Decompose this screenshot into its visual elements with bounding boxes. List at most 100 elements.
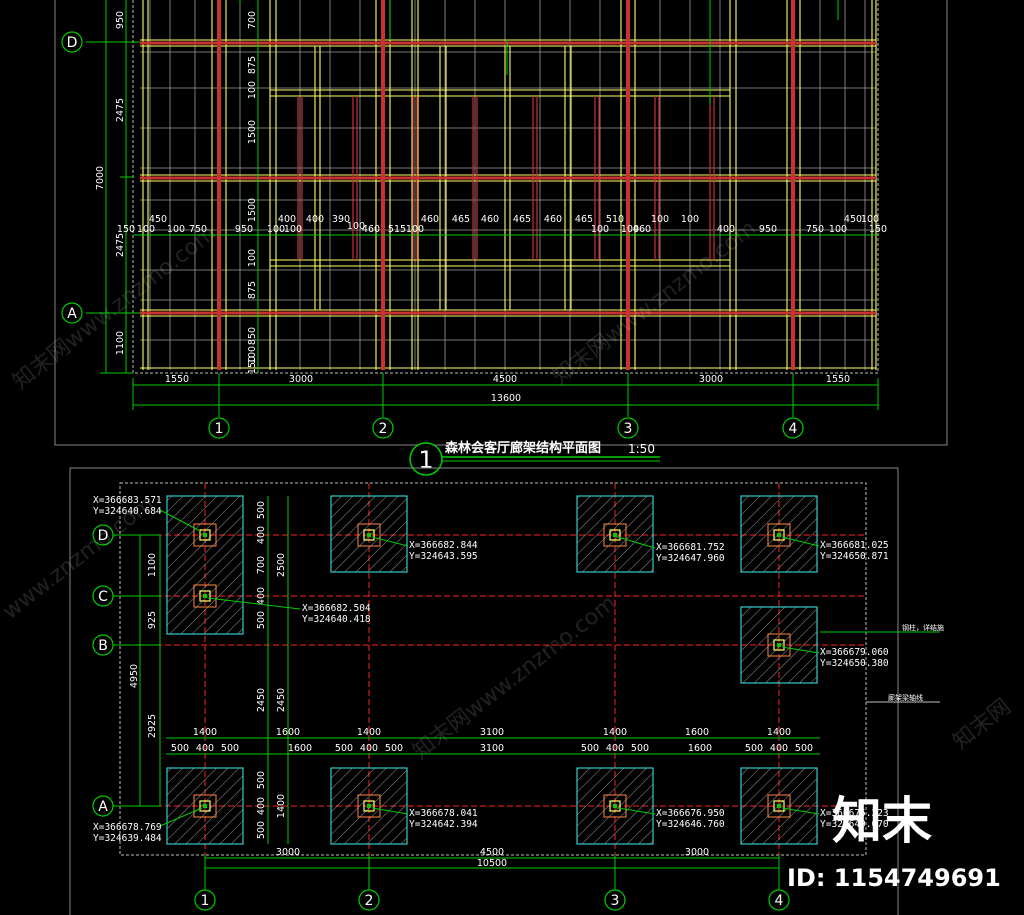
coord-y: Y=324643.595 <box>409 551 478 562</box>
coord-x: X=366681.025 <box>820 540 889 551</box>
steel-column <box>193 523 217 547</box>
drawing-scale: 1:50 <box>628 442 655 456</box>
found-axis-label-4: 4 <box>775 893 784 909</box>
steel-column <box>357 794 381 818</box>
beam-row-dim: 510 <box>606 214 624 225</box>
found-top-dim-row1: 1400 <box>193 727 217 738</box>
foundation-plan-frame <box>69 467 899 915</box>
coord-x: X=366681.752 <box>656 542 725 553</box>
beam-row-dim: 515 <box>388 224 406 235</box>
beam-row-dim: 450 <box>149 214 167 225</box>
steel-column <box>193 794 217 818</box>
beam-row-dim: 460 <box>481 214 499 225</box>
inner-vertical-dim: 850 <box>247 327 258 345</box>
coord-y: Y=324639.484 <box>93 833 162 844</box>
beam-row-dim: 465 <box>452 214 470 225</box>
coord-x: X=366683.571 <box>93 495 162 506</box>
found-top-dim-row2: 500 <box>335 743 353 754</box>
foundation-plan: D C B A 1 2 3 <box>69 467 944 915</box>
found-bottom-dimensions <box>205 857 779 869</box>
beam-row-dim: 465 <box>513 214 531 225</box>
beam-row-dim: 750 <box>806 224 824 235</box>
axis-label-4: 4 <box>789 421 798 437</box>
steel-column <box>603 794 627 818</box>
steel-column <box>767 633 791 657</box>
red-main-beams <box>140 0 876 370</box>
inner-vertical-dim: 100 <box>247 249 258 267</box>
found-left-dim-inner: 500 <box>256 501 267 519</box>
top-bottom-dimensions <box>132 378 879 410</box>
found-top-dim-row2: 500 <box>385 743 403 754</box>
found-top-dim-row2: 3100 <box>480 743 504 754</box>
dim-bottom-2: 3000 <box>289 374 313 385</box>
top-plan-grid <box>140 0 876 370</box>
found-top-dim-row1: 3100 <box>480 727 504 738</box>
footings <box>166 495 818 845</box>
beam-row-dim: 100 <box>137 224 155 235</box>
steel-column <box>767 794 791 818</box>
top-left-dimensions <box>100 0 133 374</box>
inner-vertical-dim: 100 <box>247 346 258 364</box>
image-id: ID: 1154749691 <box>787 864 1001 892</box>
dim-left-4: 2475 <box>115 233 126 257</box>
found-top-dim-row2: 500 <box>221 743 239 754</box>
inner-vertical-dim: 700 <box>247 11 258 29</box>
found-left-dim-mid: 1400 <box>276 794 287 818</box>
found-left-dim-outer: 925 <box>147 611 158 629</box>
found-left-dim-inner: 500 <box>256 771 267 789</box>
beam-row-dim: 950 <box>235 224 253 235</box>
coord-y: Y=324646.760 <box>656 819 725 830</box>
drawing-title-block: 1 森林会客厅廊架结构平面图 1:50 <box>409 440 660 476</box>
axis-bubble-3-found: 3 <box>604 855 626 911</box>
steel-column <box>603 523 627 547</box>
dim-left-2: 2475 <box>115 98 126 122</box>
beam-row-dim: 100 <box>861 214 879 225</box>
axis-bubble-d-found: D <box>92 524 160 546</box>
dim-left-5: 1100 <box>115 331 126 355</box>
axis-label-2: 2 <box>379 421 388 437</box>
coord-x: X=366679.060 <box>820 647 889 658</box>
beam-row-dim: 150 <box>869 224 887 235</box>
found-top-dim-row2: 400 <box>196 743 214 754</box>
found-axis-label-3: 3 <box>611 893 620 909</box>
footing <box>166 495 244 635</box>
dim-bottom-3: 4500 <box>493 374 517 385</box>
watermarks: 知末网www.znzmo.com 知末网www.znzmo.com www.zn… <box>0 216 1016 765</box>
beam-row-dim: 100 <box>591 224 609 235</box>
dim-bottom-5: 1550 <box>826 374 850 385</box>
beam-row-dim: 460 <box>544 214 562 225</box>
found-top-dim-row2: 500 <box>171 743 189 754</box>
found-left-dim-outer: 4950 <box>129 664 140 688</box>
top-plan: D A 1 2 3 4 <box>54 0 948 476</box>
steel-column <box>767 523 791 547</box>
found-dim-bottom-1: 3000 <box>276 847 300 858</box>
coord-x: X=366682.844 <box>409 540 478 551</box>
axis-bubble-1-top: 1 <box>208 373 230 439</box>
beam-row-dim: 400 <box>306 214 324 225</box>
inner-vertical-dim: 875 <box>247 281 258 299</box>
inner-vertical-dim: 875 <box>247 56 258 74</box>
found-top-dim-row2: 400 <box>606 743 624 754</box>
found-top-dim-row1: 1400 <box>603 727 627 738</box>
beam-row-dim: 100 <box>267 224 285 235</box>
axis-label-3: 3 <box>624 421 633 437</box>
found-top-dim-row2: 500 <box>745 743 763 754</box>
coord-y: Y=324640.684 <box>93 506 162 517</box>
axis-label-d: D <box>67 35 78 51</box>
coord-x: X=366682.504 <box>302 603 371 614</box>
footing <box>740 606 818 684</box>
coord-y: Y=324650.871 <box>820 551 889 562</box>
drawing-number: 1 <box>418 446 433 474</box>
coord-y: Y=324650.380 <box>820 658 889 669</box>
found-top-dim-row2: 1600 <box>688 743 712 754</box>
coord-x: X=366678.769 <box>93 822 162 833</box>
coord-y: Y=324642.394 <box>409 819 478 830</box>
axis-bubble-4-found: 4 <box>768 855 790 911</box>
beam-row-dim: 450 <box>844 214 862 225</box>
beam-row-dim: 100 <box>284 224 302 235</box>
coord-x: X=366676.950 <box>656 808 725 819</box>
watermark-3: www.znzmo.com <box>0 491 159 624</box>
